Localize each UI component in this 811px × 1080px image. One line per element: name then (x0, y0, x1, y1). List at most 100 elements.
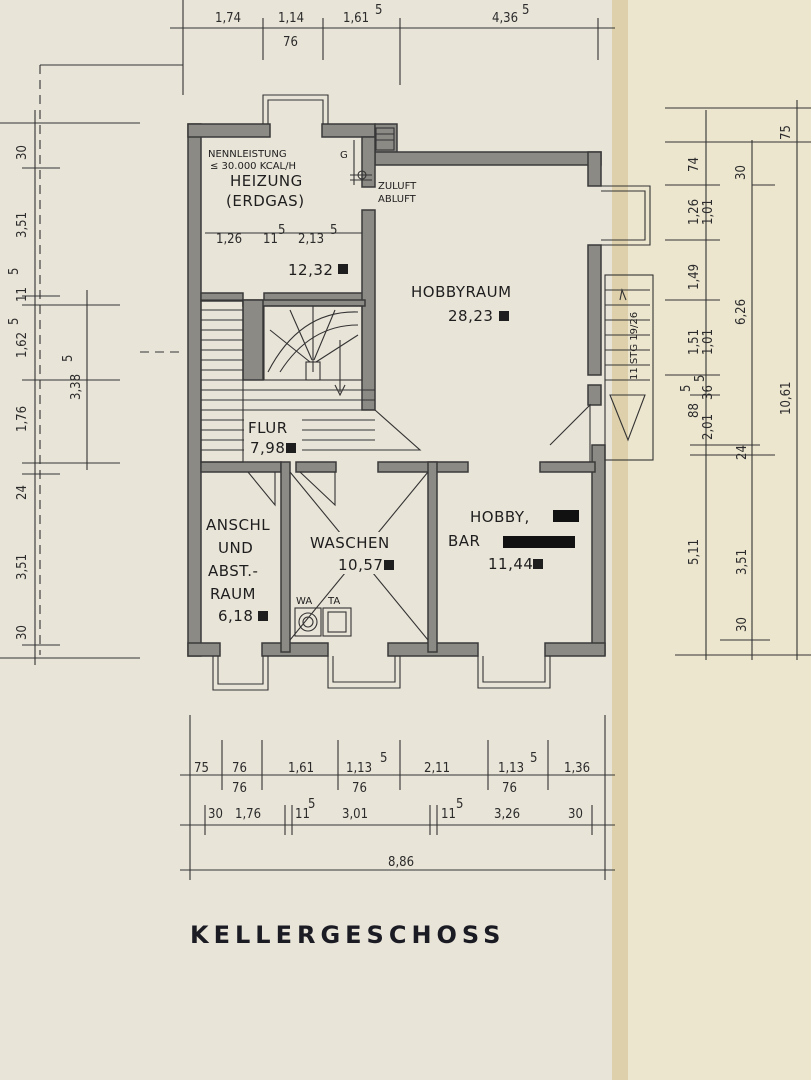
anschl-area: 6,18 (218, 607, 253, 625)
dim-right-outer-3: 6,26 (734, 299, 749, 325)
hobbybar-line2: BAR (448, 532, 480, 550)
dim-bottom2-4: 3,01 (342, 807, 368, 822)
dim-heizung-2-sup: 5 (278, 223, 285, 238)
hobbybar-area-marker (533, 559, 543, 569)
room-flur: FLUR 7,98 (244, 418, 302, 458)
inner-stair (263, 305, 363, 397)
dim-bottom-5: 1,13 (346, 761, 372, 776)
wa-label: WA (296, 596, 312, 607)
heizung-area: 12,32 (288, 261, 333, 279)
dim-bottom-10: 1,36 (564, 761, 590, 776)
dim-left-5-sup: 5 (61, 355, 76, 362)
dim-right-12: 3,51 (735, 549, 750, 575)
dim-top-2: 1,14 (278, 11, 304, 26)
wall-right-3 (587, 384, 602, 406)
dim-left-9: 30 (15, 625, 30, 640)
zuluft-label: ZULUFT (378, 181, 417, 192)
paper-fold-right (612, 0, 811, 1080)
dim-right-8-sup: 5 (693, 375, 708, 382)
dim-left-2: 3,51 (15, 212, 30, 238)
window-wells (212, 94, 651, 691)
dim-bottom-5-sup: 5 (380, 751, 387, 766)
top-dimension-chain: 1,74 1,14 76 1,61 5 4,36 5 (170, 0, 615, 95)
dim-bottom2-7: 30 (568, 807, 583, 822)
dim-top-3: 76 (283, 35, 298, 50)
bottom-dimension-chains: 75 76 76 1,61 1,13 5 76 2,11 1,13 5 76 1… (180, 715, 615, 880)
dim-bottom2-2: 1,76 (235, 807, 261, 822)
wall-mid-1 (200, 461, 282, 473)
dim-bottom2-3: 11 (295, 807, 310, 822)
dim-right-outer-4: 10,61 (779, 382, 794, 415)
dim-right-2: 1,26 (687, 199, 702, 225)
abluft-label: ABLUFT (378, 194, 417, 205)
heizung-kcal: ≤ 30.000 KCAL/H (210, 161, 296, 172)
wall-mid-2 (295, 461, 337, 473)
dim-top-4: 1,61 (343, 11, 369, 26)
dim-right-13: 30 (735, 617, 750, 632)
anschl-line4: RAUM (210, 585, 256, 603)
dim-top-5: 4,36 (492, 11, 518, 26)
dim-left-6: 1,76 (15, 406, 30, 432)
washer-dryer (294, 607, 352, 637)
room-waschen: WASCHEN 10,57 WA TA (296, 532, 416, 607)
wall-bottom-2 (261, 642, 329, 657)
dim-right-7-sup: 5 (679, 385, 694, 392)
wall-left (187, 123, 202, 657)
dim-right-1: 74 (687, 157, 702, 172)
dim-bottom-3: 76 (232, 781, 247, 796)
dim-bottom-7: 2,11 (424, 761, 450, 776)
room-hobbyraum: HOBBYRAUM 28,23 (411, 283, 512, 325)
anschl-line2: UND (218, 539, 253, 557)
dim-bottom2-6: 3,26 (494, 807, 520, 822)
room-hobbybar: HOBBY, BAR 11,44 (448, 508, 543, 573)
flur-name: FLUR (248, 419, 288, 437)
hobbyraum-area-marker (499, 311, 509, 321)
wall-top-right (374, 151, 602, 166)
dim-right-11: 5,11 (687, 539, 702, 565)
anschl-line1: ANSCHL (206, 516, 270, 534)
dim-heizung-1: 1,26 (216, 232, 242, 247)
stair-label: 11 STG 19/26 (629, 312, 640, 380)
waschen-area: 10,57 (338, 556, 383, 574)
dim-right-4: 1,49 (687, 264, 702, 290)
dim-bottom-2: 76 (232, 761, 247, 776)
dim-top-1: 1,74 (215, 11, 241, 26)
dim-right-3: 1,01 (701, 199, 716, 225)
wall-top-left (187, 123, 271, 138)
building-walls (187, 123, 606, 657)
flur-area-marker (286, 443, 296, 453)
wall-lower-v2 (427, 461, 438, 653)
wall-int-vert-2 (361, 209, 376, 411)
anschl-line3: ABST.- (208, 562, 258, 580)
heizung-area-marker (338, 264, 348, 274)
hobbybar-line1: HOBBY, (470, 508, 530, 526)
anschl-area-marker (258, 611, 268, 621)
dim-top-5-sup: 5 (522, 3, 529, 18)
dim-left-7: 24 (15, 485, 30, 500)
dim-bottom2-3-sup: 5 (308, 797, 315, 812)
redaction-2 (503, 536, 575, 548)
dim-right-outer-2: 30 (734, 165, 749, 180)
dim-right-5: 1,51 (687, 329, 702, 355)
page-title: KELLERGESCHOSS (190, 921, 505, 949)
dim-left-4-sup: 5 (7, 318, 22, 325)
dim-heizung-3: 2,13 (298, 232, 324, 247)
dim-bottom-8-sup: 5 (530, 751, 537, 766)
waschen-area-marker (384, 560, 394, 570)
heizung-g: G (340, 150, 348, 161)
heizung-nennleistung: NENNLEISTUNG (208, 149, 287, 160)
dim-left-5: 3,38 (69, 374, 84, 400)
dim-bottom2-1: 30 (208, 807, 223, 822)
waschen-name: WASCHEN (310, 534, 390, 552)
heating-appliances (350, 127, 395, 185)
dim-right-outer-1: 75 (779, 125, 794, 140)
wall-bottom-1 (187, 642, 221, 657)
room-anschl: ANSCHL UND ABST.- RAUM 6,18 (206, 516, 270, 625)
dim-left-4: 1,62 (15, 332, 30, 358)
right-dimension-chains: 74 1,26 1,01 1,49 1,51 1,01 88 5 36 5 2,… (665, 100, 811, 660)
heizung-name2: (ERDGAS) (226, 192, 305, 210)
hobbyraum-name: HOBBYRAUM (411, 283, 512, 301)
wall-bottom-4 (544, 642, 606, 657)
